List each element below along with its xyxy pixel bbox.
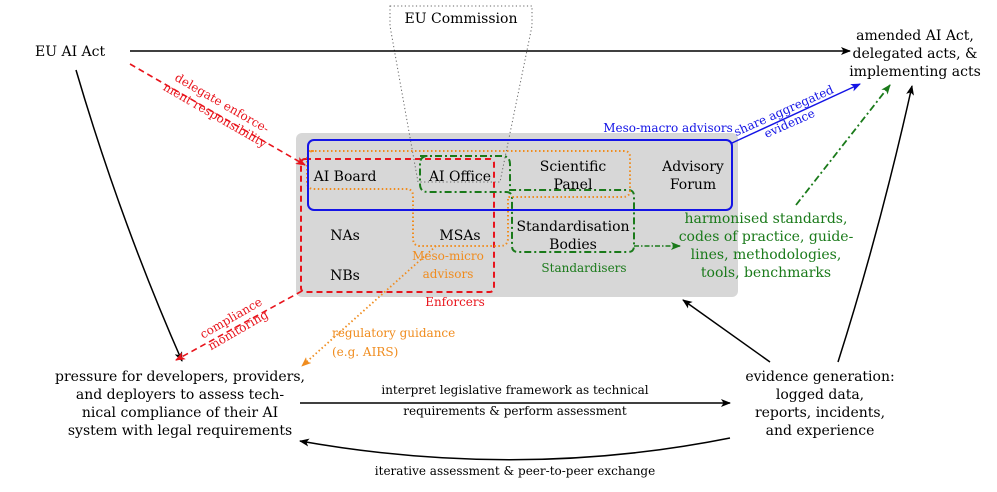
label-compliance: compliance monitoring xyxy=(197,295,270,353)
meso-macro-box xyxy=(307,139,733,211)
svg-text:advisors: advisors xyxy=(423,267,474,281)
arrow-evidence-to-amended xyxy=(837,85,914,363)
svg-text:regulatory guidance: regulatory guidance xyxy=(332,326,455,340)
svg-text:codes of practice, guide-: codes of practice, guide- xyxy=(679,229,854,245)
svg-text:nical compliance of their AI: nical compliance of their AI xyxy=(82,405,278,421)
svg-text:implementing acts: implementing acts xyxy=(849,64,981,80)
node-amended: amended AI Act, delegated acts, & implem… xyxy=(849,28,981,80)
svg-text:Forum: Forum xyxy=(670,177,716,193)
svg-text:tools, benchmarks: tools, benchmarks xyxy=(701,265,831,281)
svg-text:amended AI Act,: amended AI Act, xyxy=(856,28,974,44)
svg-text:harmonised standards,: harmonised standards, xyxy=(685,211,848,227)
node-harmonised: harmonised standards, codes of practice,… xyxy=(679,211,854,281)
svg-text:lines, methodologies,: lines, methodologies, xyxy=(691,247,842,263)
node-ai-board: AI Board xyxy=(313,169,377,185)
label-enforcers: Enforcers xyxy=(425,295,485,309)
svg-text:evidence generation:: evidence generation: xyxy=(745,369,894,385)
arrow-iterative xyxy=(299,437,731,461)
arrow-share xyxy=(731,83,861,144)
label-iterative: iterative assessment & peer-to-peer exch… xyxy=(375,464,655,478)
node-standardisation-bodies: Standardisation Bodies xyxy=(516,219,629,253)
node-nas: NAs xyxy=(330,228,360,244)
label-standardisers: Standardisers xyxy=(541,261,626,275)
node-evidence-generation: evidence generation: logged data, report… xyxy=(745,369,894,439)
arrow-delegate xyxy=(129,63,306,166)
svg-text:Panel: Panel xyxy=(554,177,593,193)
node-scientific-panel: Scientific Panel xyxy=(540,159,607,193)
label-meso-micro: Meso-micro advisors xyxy=(412,249,484,281)
arrow-evidence-to-panel xyxy=(682,299,771,363)
svg-text:delegated acts, &: delegated acts, & xyxy=(852,46,977,62)
svg-text:and deployers to assess tech-: and deployers to assess tech- xyxy=(76,387,285,403)
node-pressure: pressure for developers, providers, and … xyxy=(55,369,305,439)
label-delegate: delegate enforce- ment responsibility xyxy=(161,70,272,150)
label-meso-macro: Meso-macro advisors xyxy=(603,121,733,135)
node-eu-commission: EU Commission xyxy=(405,11,518,27)
svg-text:Scientific: Scientific xyxy=(540,159,607,175)
arrow-act-to-pressure xyxy=(75,69,183,362)
svg-text:Meso-micro: Meso-micro xyxy=(412,249,484,263)
node-eu-ai-act: EU AI Act xyxy=(35,44,106,60)
svg-text:and experience: and experience xyxy=(766,423,875,439)
svg-text:reports, incidents,: reports, incidents, xyxy=(755,405,885,421)
enforcers-box xyxy=(300,158,495,293)
svg-text:Bodies: Bodies xyxy=(549,237,597,253)
node-msas: MSAs xyxy=(439,228,480,244)
svg-text:pressure for developers, provi: pressure for developers, providers, xyxy=(55,369,305,385)
standardisers-outline xyxy=(419,155,635,253)
label-regulatory: regulatory guidance (e.g. AIRS) xyxy=(332,326,455,359)
node-nbs: NBs xyxy=(330,268,360,284)
meso-micro-outline xyxy=(306,150,631,247)
label-interpret: interpret legislative framework as techn… xyxy=(381,383,648,418)
svg-text:Standardisation: Standardisation xyxy=(516,219,629,235)
svg-text:logged data,: logged data, xyxy=(776,387,864,403)
svg-text:Advisory: Advisory xyxy=(661,159,724,175)
label-share: share aggregated evidence xyxy=(732,82,836,141)
node-advisory-forum: Advisory Forum xyxy=(661,159,724,193)
node-ai-office: AI Office xyxy=(428,169,491,185)
svg-text:(e.g. AIRS): (e.g. AIRS) xyxy=(332,345,398,359)
arrow-compliance xyxy=(175,290,303,361)
arrow-harmonised-to-amended xyxy=(795,84,891,206)
svg-text:system with legal requirements: system with legal requirements xyxy=(68,423,292,439)
svg-text:requirements & perform assessm: requirements & perform assessment xyxy=(403,404,627,418)
governance-panel xyxy=(296,133,738,297)
svg-text:interpret legislative framewor: interpret legislative framework as techn… xyxy=(381,383,648,397)
